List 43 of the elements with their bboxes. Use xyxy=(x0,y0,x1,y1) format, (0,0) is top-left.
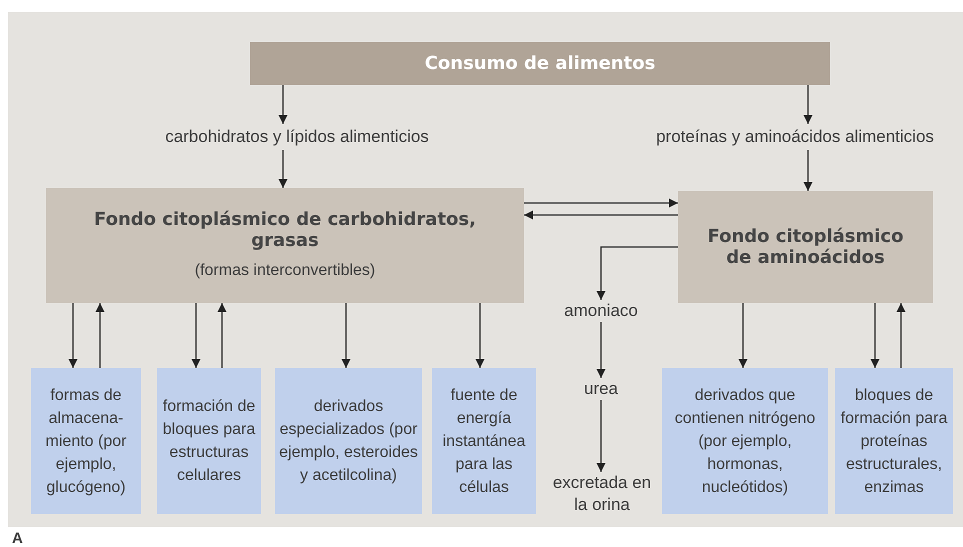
arrow xyxy=(896,303,906,368)
box-text: formas de almacena- miento (por ejemplo, glucógeno) xyxy=(44,386,128,498)
arrow xyxy=(596,400,606,472)
process-box xyxy=(46,188,524,303)
outcome-box xyxy=(31,368,141,514)
arrow xyxy=(738,303,748,368)
box-subtext: (formas interconvertibles) xyxy=(194,260,376,280)
arrow xyxy=(476,303,484,368)
arrow xyxy=(68,303,78,368)
box-text: derivados que contienen nitrógeno (por ejemplo, hormonas, nucleótidos) xyxy=(674,386,816,498)
box-text: derivados especializados (por ejemplo, esteroides y acetilcolina) xyxy=(278,397,419,486)
outcome-box xyxy=(275,368,422,514)
arrow xyxy=(96,303,104,368)
arrow xyxy=(870,303,880,368)
arrow xyxy=(804,150,812,191)
flow-text: carbohidratos y lípidos alimenticios xyxy=(132,124,462,150)
box-text: formación de bloques para estructuras celulares xyxy=(162,397,256,486)
box-heading: Fondo citoplásmico de carbohidratos, grasas xyxy=(93,208,477,250)
outcome-box xyxy=(157,368,261,514)
flow-text: amoniaco xyxy=(556,300,646,322)
flow-text: excretada en la orina xyxy=(548,472,656,516)
arrow xyxy=(596,322,606,378)
outcome-box xyxy=(432,368,536,514)
panel-letter: A xyxy=(12,529,23,547)
box-text: bloques de formación para proteínas estructurales, enzimas xyxy=(840,386,948,498)
arrow xyxy=(278,150,288,188)
box-heading: Fondo citoplásmico de aminoácidos xyxy=(706,226,904,268)
box-text: fuente de energía instantánea para las células xyxy=(442,386,526,498)
flow-text: proteínas y aminoácidos alimenticios xyxy=(628,124,962,150)
arrow xyxy=(524,198,678,208)
process-box xyxy=(250,42,830,85)
outcome-box xyxy=(835,368,953,514)
arrow xyxy=(192,303,200,368)
arrow xyxy=(596,246,678,300)
arrow xyxy=(342,303,350,368)
flow-text: urea xyxy=(575,378,627,400)
process-box xyxy=(678,191,933,303)
box-heading: Consumo de alimentos xyxy=(424,52,656,76)
arrow xyxy=(524,210,678,220)
arrow xyxy=(804,85,812,124)
arrow xyxy=(278,85,288,124)
arrow xyxy=(218,303,226,368)
outcome-box xyxy=(662,368,828,514)
